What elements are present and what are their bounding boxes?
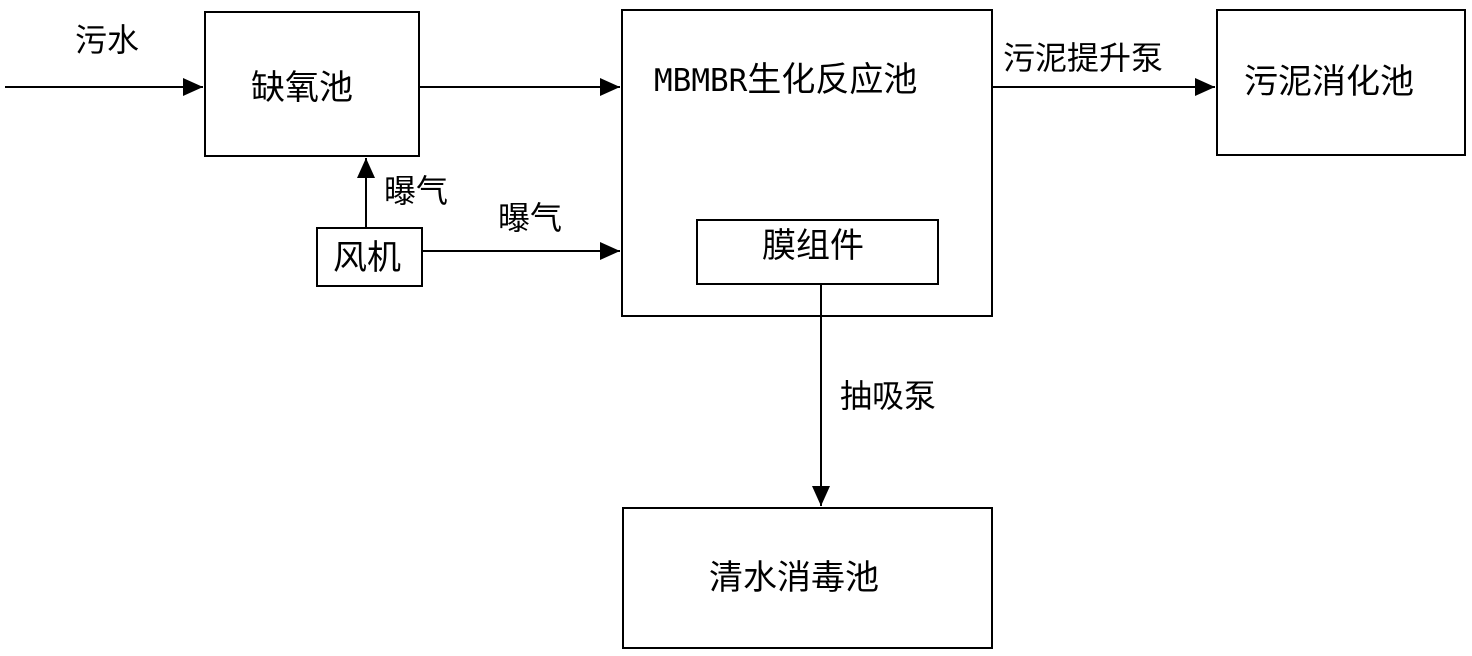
membrane-module-box	[696, 219, 939, 285]
aeration-mbmbr-label: 曝气	[498, 199, 563, 237]
mbmbr-tank-label: MBMBR生化反应池	[654, 60, 917, 101]
clear-water-tank-label: 清水消毒池	[709, 558, 879, 598]
clear-water-tank-box	[622, 507, 993, 649]
mbmbr-tank-box	[621, 9, 993, 317]
mbmbr-tank-label-suffix: 生化反应池	[747, 60, 918, 100]
suction-pump-label: 抽吸泵	[840, 377, 937, 415]
blower-box	[316, 227, 423, 287]
membrane-module-label: 膜组件	[762, 226, 864, 266]
anoxic-tank-box	[204, 11, 420, 157]
sludge-digester-box	[1216, 9, 1466, 156]
sludge-lift-pump-label: 污泥提升泵	[1003, 39, 1164, 77]
mbmbr-tank-label-prefix: MBMBR	[654, 63, 748, 99]
sludge-digester-label: 污泥消化池	[1244, 62, 1414, 102]
anoxic-tank-label: 缺氧池	[251, 68, 353, 108]
blower-label: 风机	[333, 238, 401, 278]
sewage-inflow-label: 污水	[75, 21, 140, 59]
aeration-anoxic-label: 曝气	[384, 172, 449, 210]
